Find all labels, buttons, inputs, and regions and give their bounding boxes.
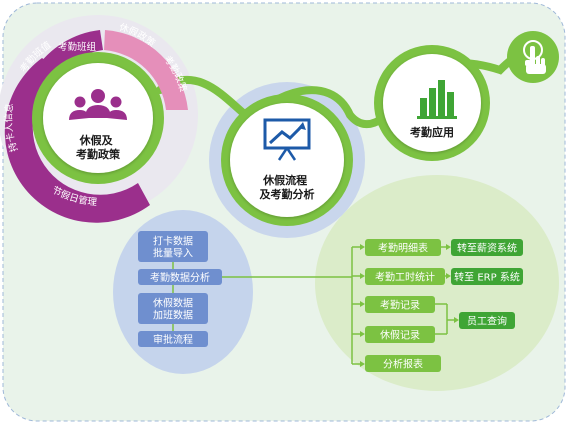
right-box-2-bg <box>365 296 435 313</box>
pink-arc <box>104 30 188 110</box>
right-box-0-bg <box>365 239 441 256</box>
connector-arrow <box>360 244 365 250</box>
right-box-3-label: 休假记录 <box>380 329 420 342</box>
target-box-2-bg <box>459 312 515 329</box>
right-box-2[interactable]: 考勤记录 <box>365 296 435 313</box>
purple-arc-label-2: 考勤班组 <box>58 41 97 53</box>
left-box-0-label: 批量导入 <box>153 247 193 260</box>
target-box-0[interactable]: 转至薪资系统 <box>451 239 523 256</box>
target-box-2-label: 员工查询 <box>467 315 507 328</box>
right-box-3-bg <box>365 326 435 343</box>
purple-arc-top <box>35 30 103 82</box>
left-box-3[interactable]: 审批流程 <box>138 331 208 347</box>
bar-chart-icon <box>417 80 457 119</box>
right-box-4-label: 分析报表 <box>383 358 423 371</box>
right-box-4[interactable]: 分析报表 <box>365 355 441 372</box>
target-box-1-label: 转至 ERP 系统 <box>454 271 520 284</box>
connector-arrow <box>360 301 365 307</box>
left-box-2-bg <box>138 293 208 324</box>
right-box-0[interactable]: 考勤明细表 <box>365 239 441 256</box>
right-box-1-bg <box>365 268 445 285</box>
left-box-1-label: 考勤数据分析 <box>150 271 210 284</box>
hand-touch-icon <box>523 40 546 74</box>
left-box-2-label: 加班数据 <box>153 309 193 322</box>
connector-arrow <box>360 361 365 367</box>
target-box-1[interactable]: 转至 ERP 系统 <box>451 268 523 285</box>
presentation-chart-icon <box>263 118 311 161</box>
left-box-2-label: 休假数据 <box>153 297 193 310</box>
connector-arrow <box>446 244 451 250</box>
apply-hub-label: 考勤应用 <box>410 125 454 139</box>
connector-arrow <box>360 331 365 337</box>
people-group-icon <box>69 89 127 120</box>
target-box-0-bg <box>451 239 523 256</box>
right-box-3[interactable]: 休假记录 <box>365 326 435 343</box>
policy-hub-label: 休假及 考勤政策 <box>76 133 121 161</box>
connector-arrow <box>454 317 459 323</box>
left-box-1-bg <box>138 269 222 285</box>
right-box-1[interactable]: 考勤工时统计 <box>365 268 445 285</box>
connector-arrow <box>360 273 365 279</box>
right-box-4-bg <box>365 355 441 372</box>
right-box-1-label: 考勤工时统计 <box>375 271 435 284</box>
right-box-2-label: 考勤记录 <box>380 299 420 312</box>
left-box-3-bg <box>138 331 208 347</box>
left-box-0-bg <box>138 231 208 262</box>
left-box-1[interactable]: 考勤数据分析 <box>138 269 222 285</box>
left-box-3-label: 审批流程 <box>153 333 193 346</box>
purple-arc <box>4 58 151 223</box>
connector-arrow <box>446 273 451 279</box>
process-hub-label: 休假流程 及考勤分析 <box>260 173 315 201</box>
connector-band <box>156 48 544 129</box>
left-box-0-label: 打卡数据 <box>153 235 193 248</box>
target-box-2[interactable]: 员工查询 <box>459 312 515 329</box>
process-hub[interactable] <box>230 103 344 217</box>
right-box-0-label: 考勤明细表 <box>378 242 428 255</box>
target-box-0-label: 转至薪资系统 <box>457 242 517 255</box>
target-box-1-bg <box>451 268 523 285</box>
